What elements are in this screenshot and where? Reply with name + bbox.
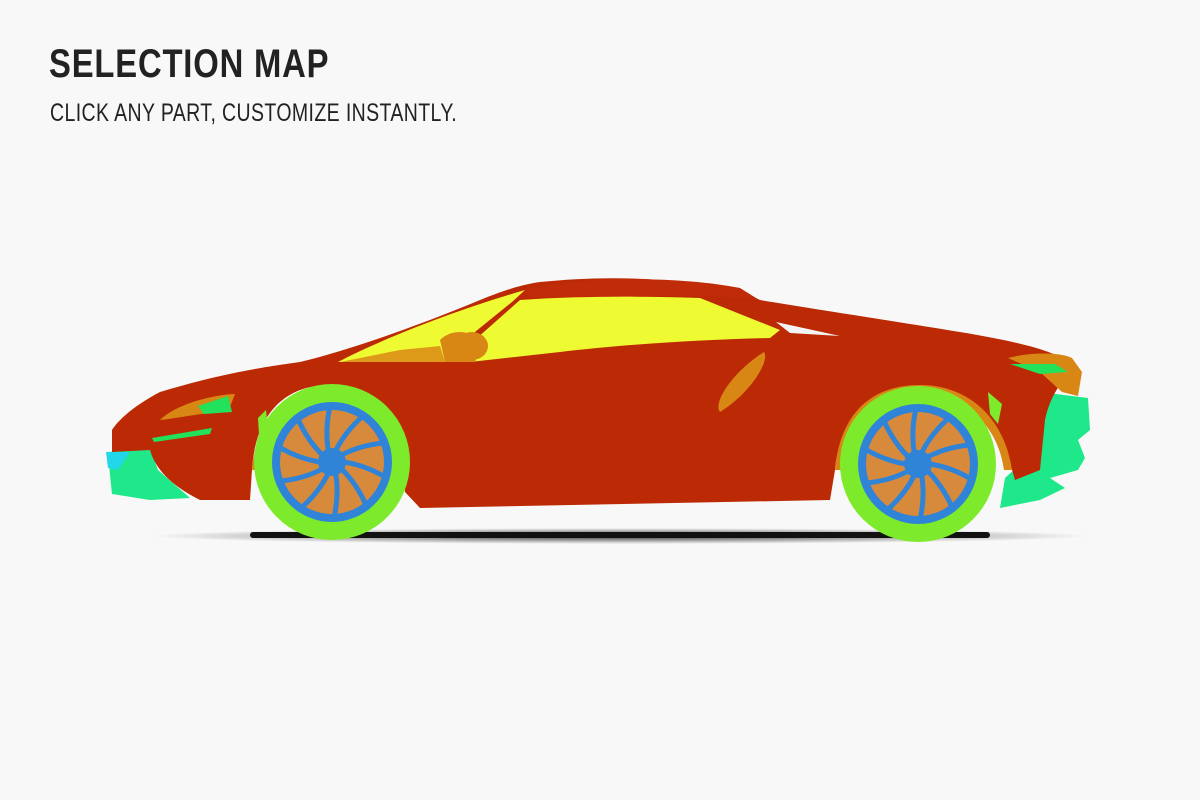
rim-spoke[interactable] xyxy=(919,415,952,456)
front-wheel[interactable] xyxy=(254,384,410,540)
rim-spoke[interactable] xyxy=(881,417,911,460)
rim-spoke[interactable] xyxy=(927,461,975,482)
part-side-intake[interactable] xyxy=(718,352,766,412)
part-body[interactable] xyxy=(112,278,1070,508)
part-rear-diffuser[interactable] xyxy=(1000,392,1090,508)
rim-spoke[interactable] xyxy=(276,466,325,484)
rim-spoke[interactable] xyxy=(862,468,911,486)
rim-spoke[interactable] xyxy=(298,470,331,511)
part-front-drl[interactable] xyxy=(152,428,212,442)
rear-rim-spokes[interactable] xyxy=(861,405,975,523)
part-windshield[interactable] xyxy=(338,290,525,362)
page-title: SELECTION MAP xyxy=(49,42,330,86)
rim-spoke[interactable] xyxy=(910,405,919,456)
part-headrest[interactable] xyxy=(456,332,488,360)
part-roof[interactable] xyxy=(525,279,756,298)
part-rear-quarter-glass[interactable] xyxy=(776,322,840,336)
rear-wheel[interactable] xyxy=(840,386,996,542)
part-front-splitter[interactable] xyxy=(108,448,190,500)
front-hub[interactable] xyxy=(318,448,346,476)
rim-spoke[interactable] xyxy=(331,470,340,521)
part-headlight[interactable] xyxy=(198,396,232,414)
rim-spoke[interactable] xyxy=(341,459,389,480)
rim-spoke[interactable] xyxy=(917,472,926,523)
rim-spoke[interactable] xyxy=(324,403,333,454)
part-taillight[interactable] xyxy=(1010,364,1068,374)
rim-spoke[interactable] xyxy=(339,466,369,509)
rim-spoke[interactable] xyxy=(275,444,323,465)
ground-shadow-line xyxy=(250,532,990,538)
rim-spoke[interactable] xyxy=(861,446,909,467)
rim-spoke[interactable] xyxy=(339,440,388,458)
part-rear-vent[interactable] xyxy=(988,392,1002,424)
rim-spoke[interactable] xyxy=(925,442,974,460)
page-subtitle: CLICK ANY PART, CUSTOMIZE INSTANTLY. xyxy=(50,99,458,127)
part-dashboard[interactable] xyxy=(340,346,445,362)
rim-spoke[interactable] xyxy=(925,468,955,511)
rim-spoke[interactable] xyxy=(884,472,917,513)
part-side-window[interactable] xyxy=(450,296,780,362)
rim-spoke[interactable] xyxy=(295,415,325,458)
rim-spoke[interactable] xyxy=(333,413,366,454)
rear-hub[interactable] xyxy=(904,450,932,478)
part-front-lip[interactable] xyxy=(106,452,130,470)
front-rim-spokes[interactable] xyxy=(275,403,389,521)
